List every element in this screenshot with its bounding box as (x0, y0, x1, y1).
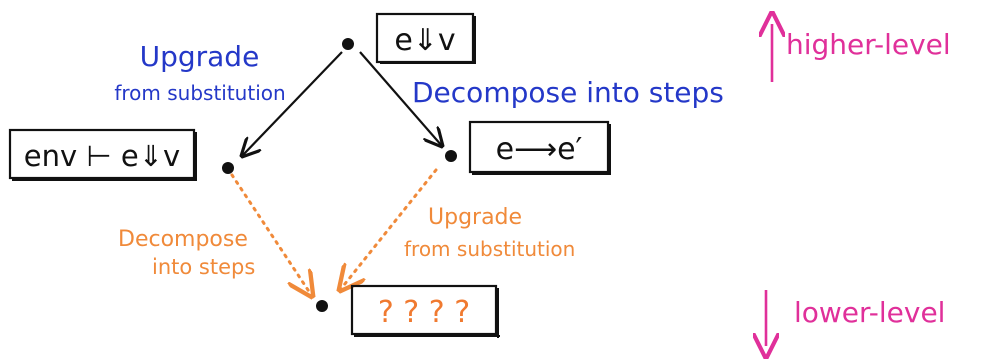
node-left-box: env ⊢ e⇓v (8, 128, 197, 181)
edge-right-bottom-arrow (340, 168, 438, 290)
node-left-label: env ⊢ e⇓v (24, 139, 180, 173)
edge-right-bottom-line2: from substitution (404, 237, 575, 261)
edge-top-left-label: Upgrade from substitution (114, 40, 285, 105)
edge-left-bottom-line1: Decompose (118, 227, 248, 252)
higher-level-label: higher-level (786, 28, 951, 61)
node-top-box: e⇓v (375, 12, 476, 64)
edge-right-bottom-line1: Upgrade (428, 205, 522, 230)
lower-level-label: lower-level (794, 296, 945, 329)
node-bottom-box: ? ? ? ? (350, 284, 500, 338)
edge-top-right-arrow (359, 51, 442, 146)
edge-top-left-line2: from substitution (114, 81, 285, 105)
edge-top-left-line1: Upgrade (140, 40, 260, 73)
node-top-dot (342, 38, 354, 50)
edge-left-bottom-label: Decompose into steps (118, 227, 255, 279)
node-bottom-dot (316, 300, 328, 312)
edge-left-bottom-arrow (230, 173, 312, 296)
node-right-dot (445, 150, 457, 162)
edge-right-bottom-label: Upgrade from substitution (404, 205, 575, 261)
edge-top-left-arrow (242, 51, 343, 156)
node-top-label: e⇓v (394, 23, 455, 58)
node-right-box: e⟶e′ (468, 120, 611, 175)
node-left-dot (222, 162, 234, 174)
node-right-label: e⟶e′ (496, 132, 583, 167)
edge-top-right-label: Decompose into steps (412, 76, 724, 109)
node-bottom-label: ? ? ? ? (378, 295, 470, 330)
edge-left-bottom-line2: into steps (152, 255, 255, 279)
